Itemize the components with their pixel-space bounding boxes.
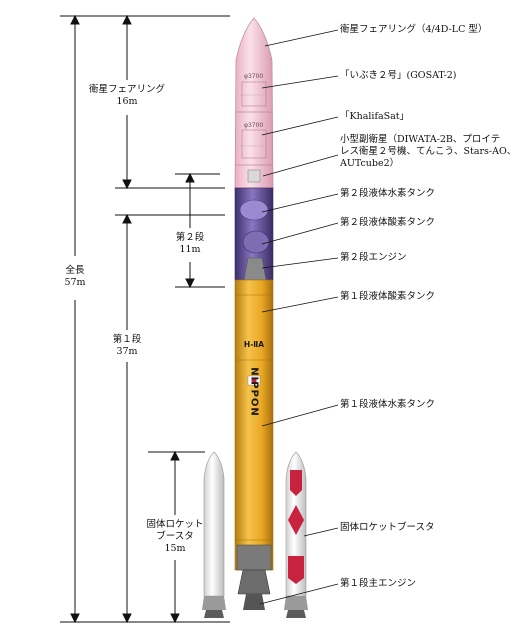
dim-srb-label-1: 固体ロケット (146, 519, 204, 530)
dim-stage2-value: 11m (179, 244, 201, 255)
dim-total: 全長 57m (55, 265, 95, 289)
callout-small-satellites: 小型副衛星（DIWATA-2B、プロイテ レス衛星２号機、てんこう、Stars-… (340, 134, 516, 170)
callout-stage2-lox-tank: 第２段液体酸素タンク (340, 217, 435, 229)
dim-fairing-label: 衛星フェアリング (88, 84, 165, 95)
dim-fairing-value: 16m (116, 96, 138, 107)
callout-line: 第１段液体水素タンク (340, 399, 436, 410)
rocket-model-text: H-ⅡA (244, 340, 264, 349)
rocket-brand-text: NIPPON (249, 367, 260, 417)
callout-line: 第２段液体酸素タンク (340, 217, 436, 228)
callout-line: AUTcube2） (340, 158, 400, 169)
dim-fairing: 衛星フェアリング 16m (82, 84, 172, 108)
dim-stage1-value: 37m (116, 346, 138, 357)
fairing: φ3700 φ3700 (234, 17, 274, 189)
callout-stage2-engine: 第２段エンジン (340, 252, 407, 264)
dim-srb: 固体ロケット ブースタ 15m (140, 519, 210, 555)
callout-line: 小型副衛星（DIWATA-2B、プロイテ (340, 134, 501, 145)
callout-gosat2: 「いぶき２号」(GOSAT-2) (340, 70, 457, 82)
callout-line: レス衛星２号機、てんこう、Stars-AO、 (340, 146, 517, 157)
dimension-lines (60, 14, 230, 624)
callout-line: 「KhalifaSat」 (340, 111, 410, 122)
callout-stage1-lox-tank: 第１段液体酸素タンク (340, 291, 435, 303)
dim-stage1: 第１段 37m (105, 334, 149, 358)
stage2 (234, 187, 274, 281)
srb-left (202, 451, 226, 618)
srb-right (284, 451, 308, 618)
callout-line: 固体ロケットブースタ (340, 522, 435, 533)
callout-fairing: 衛星フェアリング（4/4D-LC 型） (340, 24, 487, 36)
callout-line: 第２段エンジン (340, 252, 407, 263)
callout-srb: 固体ロケットブースタ (340, 522, 435, 534)
callout-khalifasat: 「KhalifaSat」 (340, 111, 409, 123)
callout-line: 第２段液体水素タンク (340, 188, 436, 199)
callout-line: 第１段主エンジン (340, 578, 417, 589)
fairing-dia-label-2: φ3700 (244, 122, 263, 129)
main-engine (237, 569, 271, 610)
leader-lines (259, 29, 339, 605)
dim-srb-label-2: ブースタ (156, 531, 194, 542)
callout-line: 「いぶき２号」(GOSAT-2) (340, 70, 457, 81)
callout-stage1-lh2-tank: 第１段液体水素タンク (340, 399, 435, 411)
callout-line: 第１段液体酸素タンク (340, 291, 436, 302)
callout-line: 衛星フェアリング（4/4D-LC 型） (340, 24, 488, 35)
dim-total-value: 57m (64, 277, 86, 288)
callout-stage1-main-engine: 第１段主エンジン (340, 578, 416, 590)
dim-stage2: 第２段 11m (168, 232, 212, 256)
stage1: H-ⅡA NIPPON (234, 279, 274, 571)
dim-stage1-label: 第１段 (112, 334, 142, 345)
callout-stage2-lh2-tank: 第２段液体水素タンク (340, 188, 435, 200)
dim-total-label: 全長 (65, 265, 85, 276)
fairing-dia-label-1: φ3700 (244, 73, 263, 80)
dim-stage2-label: 第２段 (175, 232, 205, 243)
dim-srb-value: 15m (164, 543, 186, 554)
